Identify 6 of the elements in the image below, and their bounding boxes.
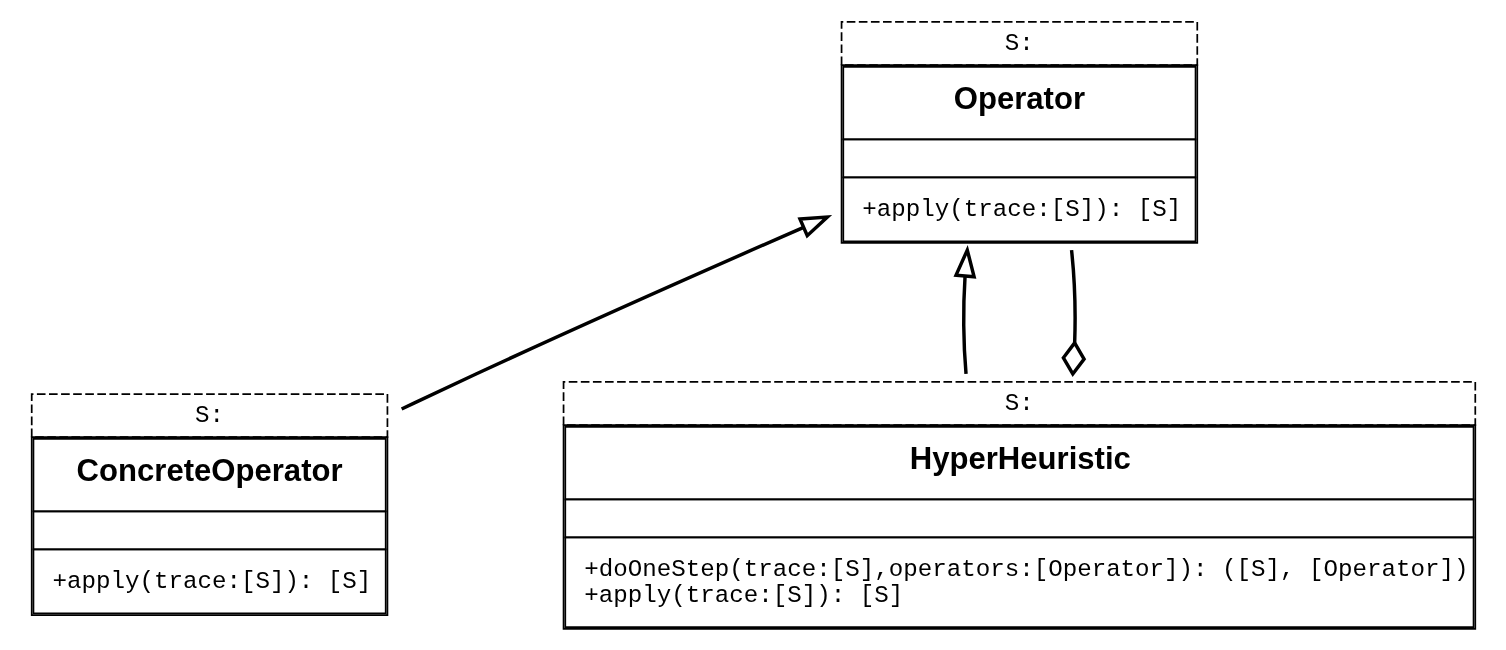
node-label: S: — [194, 402, 224, 430]
connector — [1060, 249, 1086, 378]
arrow — [952, 244, 976, 375]
node-label: S: — [1004, 29, 1034, 57]
node-label: S: — [1004, 389, 1034, 417]
arrow — [400, 214, 832, 411]
